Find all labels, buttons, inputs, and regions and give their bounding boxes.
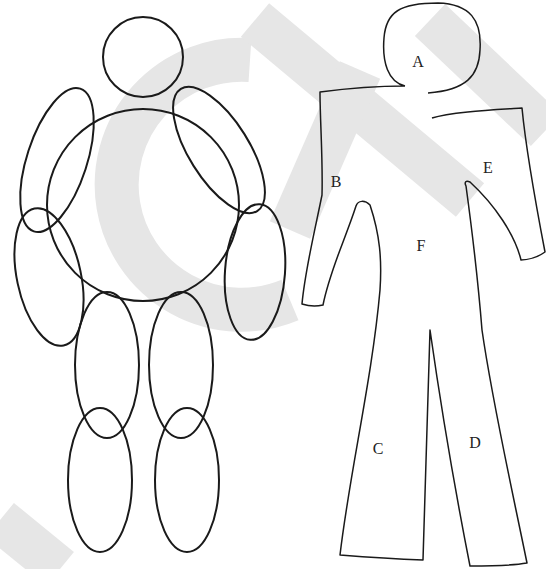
oval-figure: [3, 17, 290, 552]
lower-arm-oval: [220, 202, 289, 342]
torso-circle: [47, 109, 239, 301]
watermark-band: [430, 20, 546, 130]
watermark-band: [290, 70, 360, 230]
head-circle: [103, 17, 183, 97]
part-letter: A: [412, 53, 424, 71]
lower-leg-oval: [68, 408, 132, 552]
part-letter: E: [483, 159, 493, 177]
part-letter: B: [331, 173, 342, 191]
part-letter: F: [417, 237, 426, 255]
watermark-band: [0, 520, 60, 569]
part-letter: D: [469, 434, 481, 452]
upper-arm-oval: [5, 79, 108, 240]
lower-leg-oval: [155, 408, 219, 552]
body-outline: [302, 3, 545, 566]
upper-leg-oval: [149, 292, 213, 438]
lower-arm-oval: [3, 202, 95, 352]
part-letter: C: [373, 440, 384, 458]
watermark-strokes: [0, 20, 546, 569]
